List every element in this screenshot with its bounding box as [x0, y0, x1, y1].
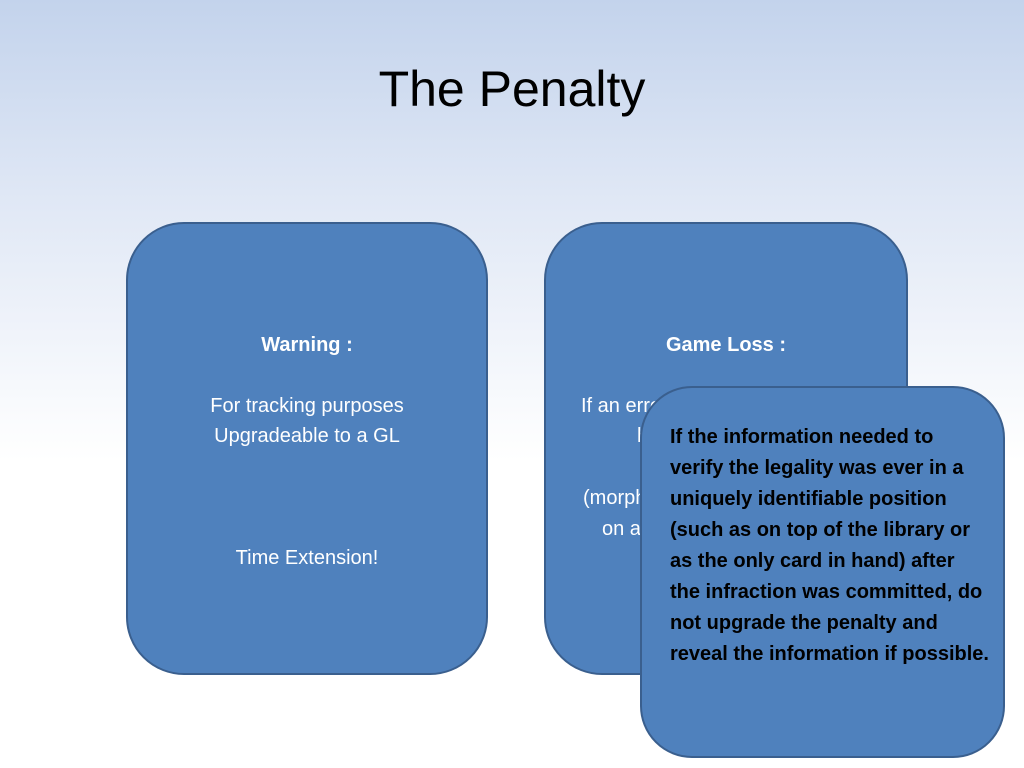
warning-line-tracking: For tracking purposes — [210, 395, 404, 417]
warning-line-time-extension: Time Extension! — [235, 547, 379, 569]
warning-heading: Warning : — [261, 334, 353, 356]
game-loss-line-4: on a — [602, 518, 641, 540]
callout-text: If the information needed to verify the … — [670, 426, 989, 665]
warning-card: Warning : For tracking purposes Upgradea… — [126, 222, 488, 675]
warning-line-upgradeable: Upgradeable to a GL — [214, 425, 400, 447]
slide-title: The Penalty — [378, 61, 646, 117]
game-loss-line-3: (morph — [583, 487, 647, 509]
game-loss-line-2: h — [546, 422, 648, 450]
callout-box: If the information needed to verify the … — [640, 386, 1005, 758]
game-loss-heading: Game Loss : — [665, 334, 787, 356]
